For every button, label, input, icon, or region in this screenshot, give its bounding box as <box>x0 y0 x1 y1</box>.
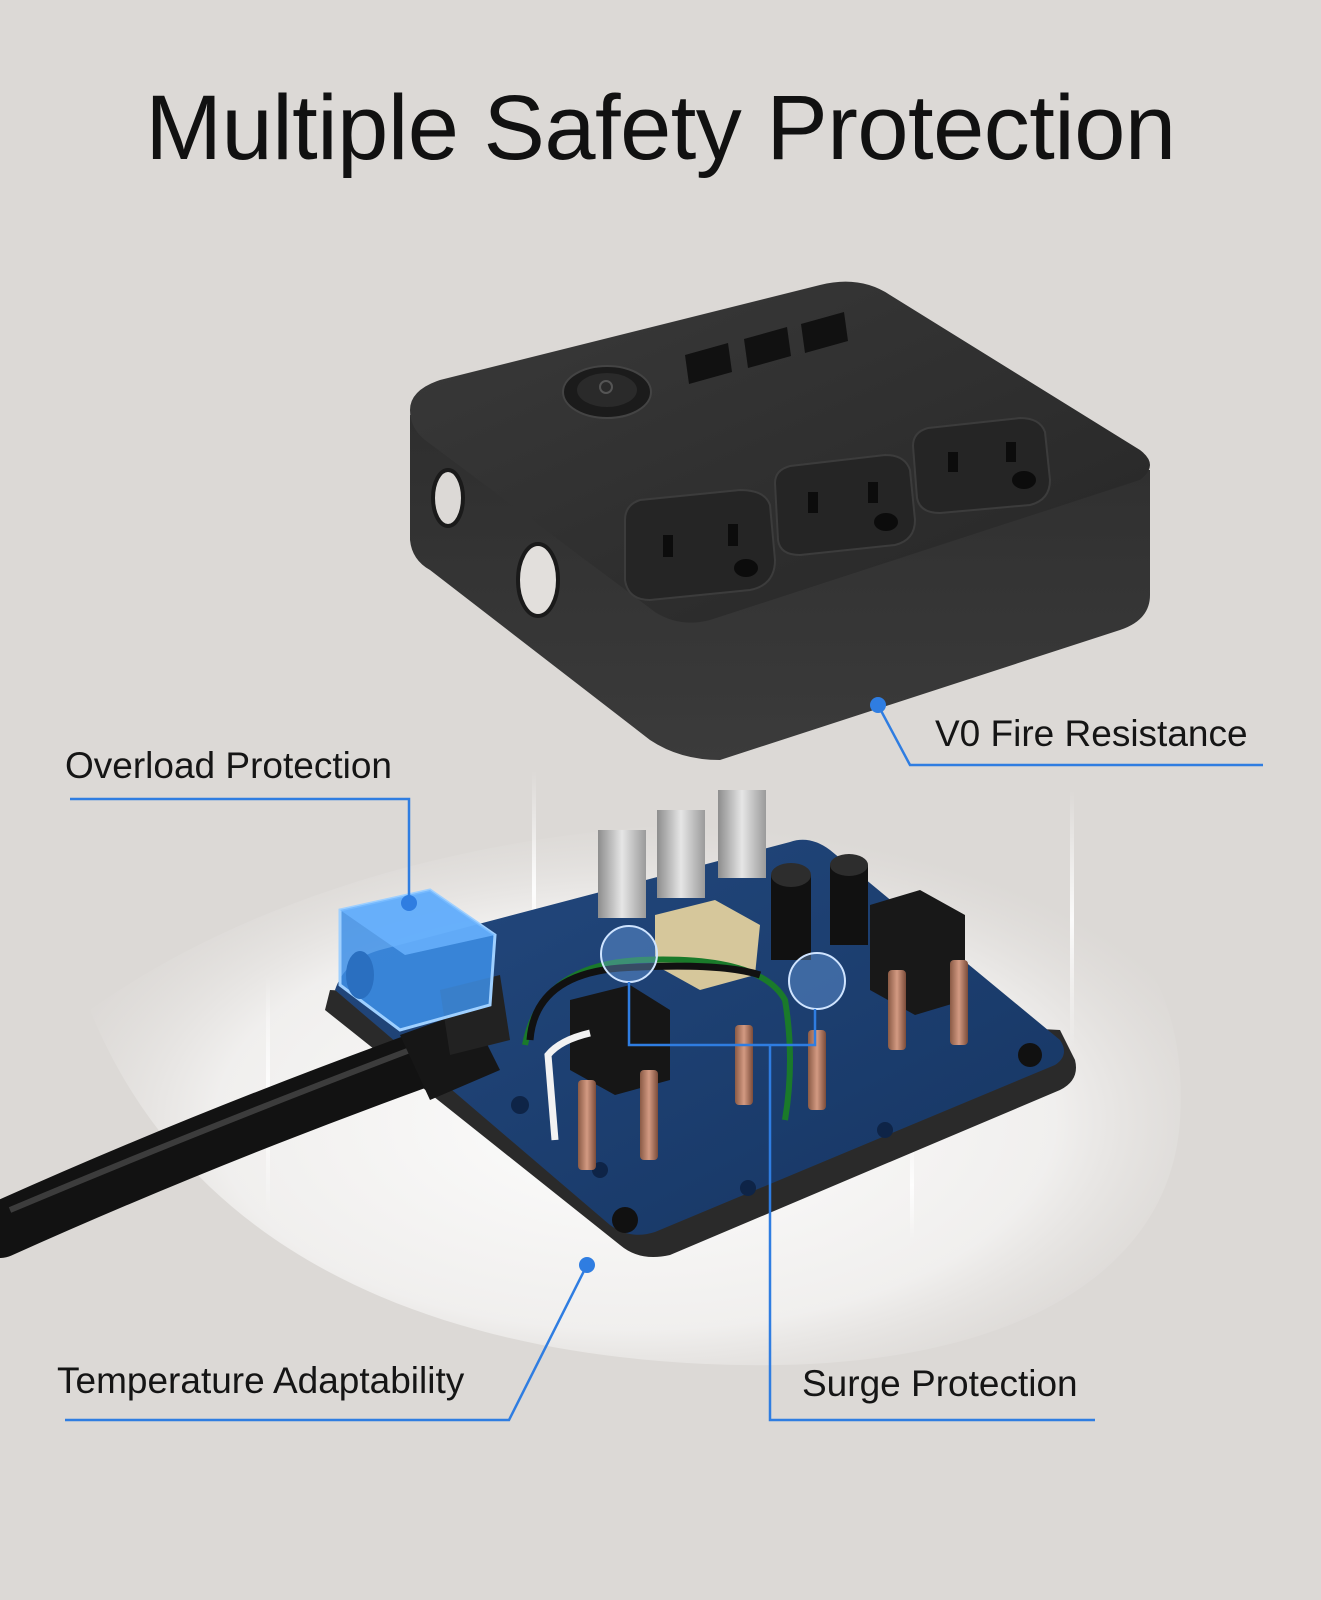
usb-ports <box>685 312 848 384</box>
callout-surge-protection: Surge Protection <box>802 1363 1078 1404</box>
capacitors <box>771 854 868 960</box>
callout-overload-protection: Overload Protection <box>65 745 393 786</box>
usb-modules <box>598 790 766 918</box>
ac-outlet-icon <box>624 488 777 602</box>
wires <box>522 956 793 1141</box>
power-button-icon <box>562 365 652 419</box>
callout-v0-fire-resistance: V0 Fire Resistance <box>935 713 1248 754</box>
ac-outlet-icon <box>773 453 917 557</box>
power-cord <box>0 975 510 1258</box>
surge-highlights <box>600 925 846 1010</box>
callout-temperature-adaptability: Temperature Adaptability <box>57 1360 465 1401</box>
callout-lines <box>65 704 1263 1422</box>
ac-outlet-icon <box>911 416 1052 515</box>
ac-outlets <box>624 416 1052 602</box>
overload-protector <box>338 888 497 1032</box>
callout-dots <box>401 697 886 1273</box>
page-title: Multiple Safety Protection <box>145 77 1176 179</box>
